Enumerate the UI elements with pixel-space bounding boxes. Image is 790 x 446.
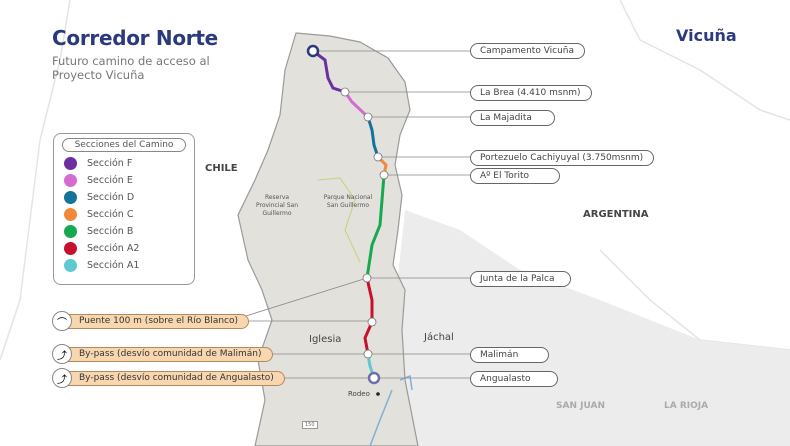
province-label: SAN JUAN: [556, 401, 605, 411]
waypoint-label: Angualasto: [470, 371, 558, 387]
legend-item: Sección D: [54, 189, 194, 206]
legend-item: Sección A2: [54, 240, 194, 257]
feature-label: Puente 100 m (sobre el Río Blanco): [68, 313, 250, 329]
department-label: Iglesia: [309, 334, 342, 345]
feature-bypass-angualasto: ⤴ By-pass (desvío comunidad de Angualast…: [52, 368, 285, 388]
legend-item: Sección E: [54, 172, 194, 189]
province-label: LA RIOJA: [664, 401, 709, 411]
legend-swatch: [64, 208, 77, 221]
legend-item: Sección A1: [54, 257, 194, 274]
legend-swatch: [64, 225, 77, 238]
protected-area-label: Reserva Provincial San Guillermo: [255, 194, 299, 217]
argentina-region: [380, 210, 790, 446]
feature-bridge: ⌒ Puente 100 m (sobre el Río Blanco): [52, 311, 250, 331]
department-label: Jáchal: [424, 332, 454, 343]
bypass-icon: ⤴: [52, 368, 72, 388]
legend-item: Sección B: [54, 223, 194, 240]
section-f: [311, 49, 347, 94]
section-b: [365, 173, 386, 280]
legend-label: Sección B: [87, 226, 134, 237]
brand-logo: Vicuña: [676, 26, 737, 45]
protected-area-label: Parque Nacional San Guillermo: [323, 194, 373, 209]
end-marker: [367, 371, 381, 385]
feature-bypass-maliman: ⤴ By-pass (desvío comunidad de Malimán): [52, 344, 273, 364]
country-label: CHILE: [205, 163, 238, 174]
protected-area-boundary: [317, 177, 361, 263]
legend-item: Sección F: [54, 155, 194, 172]
waypoint-label: La Brea (4.410 msnm): [470, 85, 592, 101]
legend-item: Sección C: [54, 206, 194, 223]
town-label: Rodeo: [348, 390, 370, 398]
legend-swatch: [64, 157, 77, 170]
legend-label: Sección D: [87, 192, 135, 203]
leader-lines: [229, 50, 470, 379]
waypoint-label: Portezuelo Cachiyuyal (3.750msnm): [470, 150, 655, 166]
waypoint-markers: [340, 87, 389, 359]
page-subtitle: Futuro camino de acceso al Proyecto Vicu…: [52, 54, 210, 82]
waypoint-label: La Majadita: [470, 110, 555, 126]
legend-swatch: [64, 174, 77, 187]
legend-swatch: [64, 191, 77, 204]
waypoint-label: Aº El Torito: [470, 168, 561, 184]
country-label: ARGENTINA: [583, 209, 649, 220]
legend-swatch: [64, 242, 77, 255]
legend-label: Sección C: [87, 209, 134, 220]
section-d: [366, 115, 380, 159]
legend-label: Sección A2: [87, 243, 140, 254]
legend-label: Sección F: [87, 158, 133, 169]
legend-label: Sección A1: [87, 260, 140, 271]
legend: Secciones del Camino Sección F Sección E…: [53, 133, 195, 285]
page-title: Corredor Norte: [52, 26, 218, 50]
route-shield: 150: [302, 421, 318, 429]
feature-label: By-pass (desvío comunidad de Malimán): [68, 346, 273, 362]
legend-swatch: [64, 259, 77, 272]
bypass-icon: ⤴: [52, 344, 72, 364]
feature-label: By-pass (desvío comunidad de Angualasto): [68, 370, 285, 386]
legend-label: Sección E: [87, 175, 133, 186]
start-marker: [306, 44, 320, 58]
legend-title: Secciones del Camino: [62, 138, 186, 152]
waypoint-label: Campamento Vicuña: [470, 43, 586, 59]
waypoint-label: Malimán: [470, 347, 550, 363]
bridge-icon: ⌒: [52, 311, 72, 331]
waypoint-label: Junta de la Palca: [470, 271, 572, 287]
